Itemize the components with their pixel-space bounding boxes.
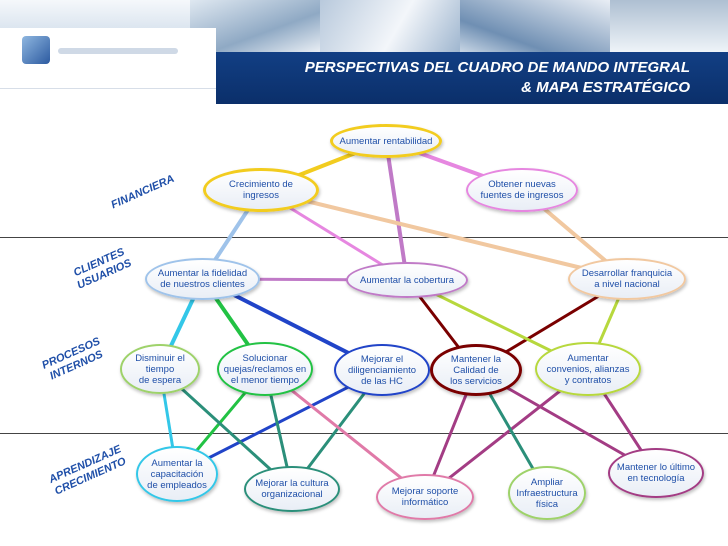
node-solucionar-quejas: Solucionar quejas/reclamos en el menor t… <box>217 342 313 396</box>
perspective-divider <box>0 237 728 238</box>
connector-line <box>259 188 629 281</box>
node-label: Obtener nuevas fuentes de ingresos <box>480 179 564 201</box>
node-label: Aumentar convenios, alianzas y contratos <box>546 352 630 386</box>
node-aumentar-cobertura: Aumentar la cobertura <box>346 262 468 298</box>
node-obtener-fuentes: Obtener nuevas fuentes de ingresos <box>466 168 578 212</box>
node-mantener-tecnologia: Mantener lo último en tecnología <box>608 448 704 498</box>
node-disminuir-espera: Disminuir el tiempo de espera <box>120 344 200 394</box>
node-label: Solucionar quejas/reclamos en el menor t… <box>223 352 307 386</box>
node-label: Mantener lo último en tecnología <box>616 462 696 484</box>
node-mantener-calidad: Mantener la Calidad de los servicios <box>430 344 522 396</box>
header-photo <box>320 0 460 52</box>
node-label: Aumentar la capacitación de empleados <box>147 457 207 491</box>
node-mejorar-cultura: Mejorar la cultura organizacional <box>244 466 340 512</box>
logo-text-placeholder <box>58 48 178 54</box>
node-label: Disminuir el tiempo de espera <box>135 352 185 386</box>
perspective-divider <box>0 433 728 434</box>
node-label: Aumentar la cobertura <box>360 274 454 286</box>
node-aumentar-capacitacion: Aumentar la capacitación de empleados <box>136 446 218 502</box>
node-mejorar-soporte: Mejorar soporte informático <box>376 474 474 520</box>
logo-icon <box>22 36 50 64</box>
node-aumentar-fidelidad: Aumentar la fidelidad de nuestros client… <box>145 258 260 300</box>
node-label: Desarrollar franquicia a nivel nacional <box>581 268 673 290</box>
header-photo <box>610 0 728 52</box>
title-bar: PERSPECTIVAS DEL CUADRO DE MANDO INTEGRA… <box>216 52 728 104</box>
slide-title-line-1: PERSPECTIVAS DEL CUADRO DE MANDO INTEGRA… <box>304 59 690 76</box>
node-crecimiento-ingresos: Crecimiento de ingresos <box>203 168 319 212</box>
logo-area <box>0 28 216 89</box>
node-label: Mantener la Calidad de los servicios <box>450 353 502 387</box>
header-photo-strip <box>0 0 728 52</box>
node-label: Mejorar soporte informático <box>391 486 459 508</box>
node-aumentar-rentabilidad: Aumentar rentabilidad <box>330 124 442 158</box>
node-label: Ampliar Infraestructura física <box>516 476 578 510</box>
node-label: Mejorar la cultura organizacional <box>255 478 329 500</box>
slide-title-line-2: & MAPA ESTRATÉGICO <box>521 79 690 96</box>
node-desarrollar-franquicia: Desarrollar franquicia a nivel nacional <box>568 258 686 300</box>
node-label: Mejorar el diligenciamiento de las HC <box>347 353 417 387</box>
connector-line <box>384 139 409 282</box>
node-mejorar-diligenciamiento: Mejorar el diligenciamiento de las HC <box>334 344 430 396</box>
node-label: Crecimiento de ingresos <box>229 179 293 201</box>
node-ampliar-infraestructura: Ampliar Infraestructura física <box>508 466 586 520</box>
node-label: Aumentar la fidelidad de nuestros client… <box>157 268 248 290</box>
node-label: Aumentar rentabilidad <box>339 135 433 147</box>
node-aumentar-convenios: Aumentar convenios, alianzas y contratos <box>535 342 641 396</box>
header-photo <box>460 0 610 52</box>
